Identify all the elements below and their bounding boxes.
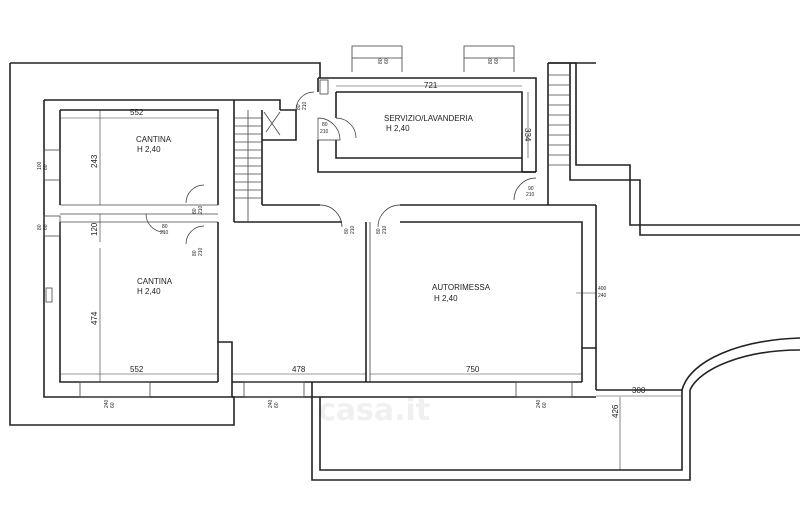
door-label-cant1-bottom: 210 xyxy=(198,205,204,214)
top-windows xyxy=(351,45,515,72)
room-name-lavanderia: SERVIZIO/LAVANDERIA xyxy=(384,114,474,123)
exterior-elements xyxy=(311,62,800,481)
window-label-left1-b: 60 xyxy=(43,164,49,170)
building-walls xyxy=(43,63,597,398)
window-label-left2-a: 80 xyxy=(37,224,43,230)
dim-300: 300 xyxy=(632,386,646,395)
door-label-garage-right-bottom: 210 xyxy=(382,225,388,234)
door-label-mid-bottom: 210 xyxy=(160,230,169,236)
dim-552-top: 552 xyxy=(130,108,144,117)
exterior-stairs xyxy=(548,74,570,166)
dim-750: 750 xyxy=(466,365,480,374)
room-height-autorimessa: H 2,40 xyxy=(434,294,458,303)
dimension-lines xyxy=(60,85,682,470)
door-label-stair-bottom: 210 xyxy=(302,101,308,110)
room-height-lavanderia: H 2,40 xyxy=(386,124,410,133)
watermark: casa.it xyxy=(318,393,430,428)
door-label-garage-right-top: 80 xyxy=(376,228,382,234)
dim-552-bottom: 552 xyxy=(130,365,144,374)
interior-stairs xyxy=(234,110,281,222)
window-label-top1-b: 60 xyxy=(384,58,390,64)
door-label-gar-side-bottom: 240 xyxy=(598,293,607,299)
dim-721: 721 xyxy=(424,81,438,90)
dim-474: 474 xyxy=(90,311,99,325)
door-label-lav-ext-top: 90 xyxy=(528,186,534,192)
room-height-cantina-top: H 2,40 xyxy=(137,145,161,154)
door-label-lav-bottom: 210 xyxy=(320,129,329,135)
door-label-mid-top: 80 xyxy=(162,224,168,230)
window-label-bot1-a: 240 xyxy=(104,399,110,408)
window-label-bot3-a: 240 xyxy=(536,399,542,408)
door-label-cant2-bottom: 210 xyxy=(198,247,204,256)
window-label-bot1-b: 60 xyxy=(110,402,116,408)
room-name-cantina-top: CANTINA xyxy=(136,135,172,144)
window-label-top2-b: 60 xyxy=(494,58,500,64)
dim-120: 120 xyxy=(90,222,99,236)
dim-478: 478 xyxy=(292,365,306,374)
door-label-lav-top: 80 xyxy=(322,122,328,128)
window-label-top2-a: 80 xyxy=(488,58,494,64)
door-label-gar-side-top: 400 xyxy=(598,286,607,292)
door-label-cant1-top: 80 xyxy=(192,208,198,214)
dim-243: 243 xyxy=(90,154,99,168)
window-label-top1-a: 80 xyxy=(378,58,384,64)
window-label-bot2-b: 60 xyxy=(274,402,280,408)
dim-426: 426 xyxy=(611,404,620,418)
room-name-cantina-bottom: CANTINA xyxy=(137,277,173,286)
doors xyxy=(45,79,537,303)
door-label-garage-left-bottom: 210 xyxy=(350,225,356,234)
door-label-lav-ext-bottom: 210 xyxy=(526,192,535,198)
room-name-autorimessa: AUTORIMESSA xyxy=(432,283,491,292)
door-label-garage-left-top: 80 xyxy=(344,228,350,234)
door-label-stair-top: 80 xyxy=(296,104,302,110)
window-label-left1-a: 100 xyxy=(37,161,43,170)
room-height-cantina-bottom: H 2,40 xyxy=(137,287,161,296)
window-label-bot2-a: 240 xyxy=(268,399,274,408)
door-label-cant2-top: 80 xyxy=(192,250,198,256)
window-label-left2-b: 60 xyxy=(43,224,49,230)
dim-334: 334 xyxy=(523,128,532,142)
window-label-bot3-b: 60 xyxy=(542,402,548,408)
side-windows xyxy=(43,149,573,398)
